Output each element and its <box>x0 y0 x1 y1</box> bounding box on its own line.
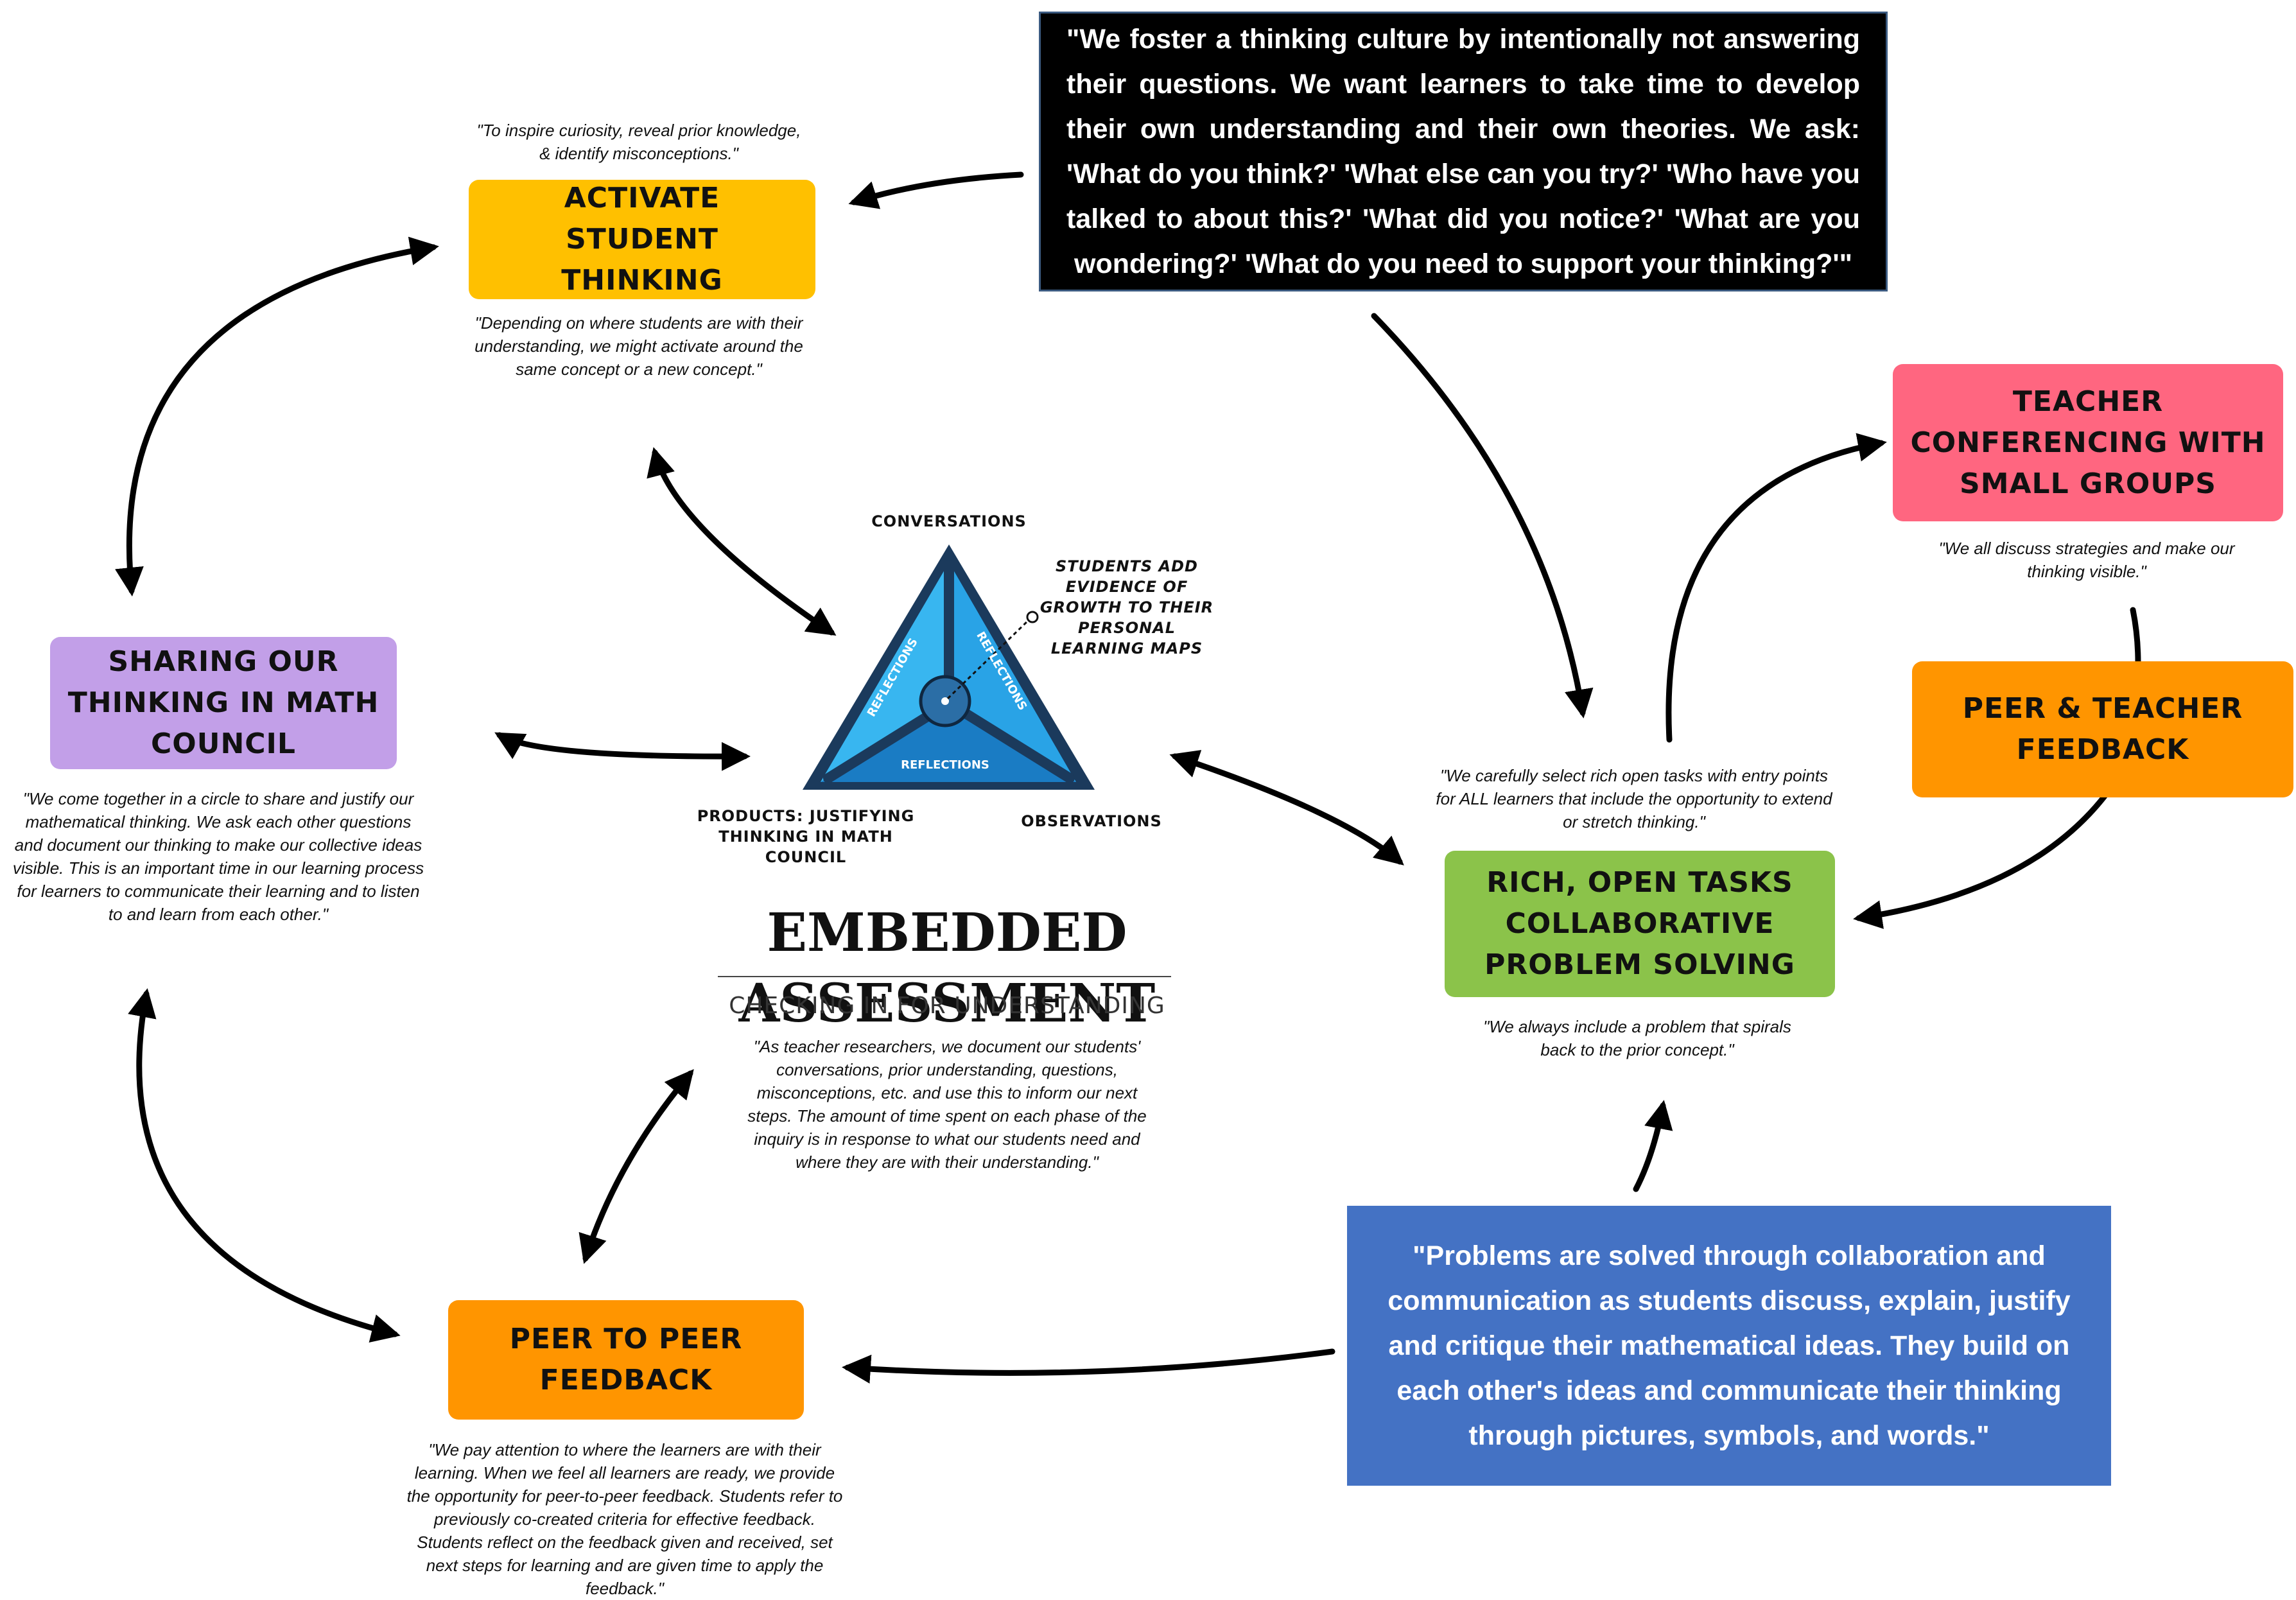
activate-quote-below: "Depending on where students are with th… <box>474 313 803 379</box>
peer-to-peer-quote: "We pay attention to where the learners … <box>406 1440 843 1598</box>
black-quote-text: "We foster a thinking culture by intenti… <box>1066 24 1860 279</box>
page-title: EMBEDDED ASSESSMENT <box>738 902 1156 1034</box>
blue-quote-box: "Problems are solved through collaborati… <box>1347 1206 2111 1486</box>
arrow-teacher-conf-to-peer-teacher <box>2130 607 2141 666</box>
arrow-activate-to-triangle <box>647 447 837 636</box>
page-subtitle: CHECKING IN FOR UNDERSTANDING <box>729 993 1165 1019</box>
sharing-math-council-box: SHARING OUR THINKING IN MATH COUNCIL <box>50 637 397 769</box>
arrow-blue-quote-to-rich <box>1633 1100 1673 1192</box>
teacher-conferencing-quote: "We all discuss strategies and make our … <box>1938 539 2235 581</box>
title-divider <box>718 976 1171 977</box>
rich-tasks-quote-above: "We carefully select rich open tasks wit… <box>1436 766 1832 831</box>
peer-to-peer-feedback-box: PEER TO PEER FEEDBACK <box>448 1300 804 1420</box>
callout-dot <box>1026 611 1039 623</box>
triangle-left-panel <box>821 562 949 782</box>
black-quote-box: "We foster a thinking culture by intenti… <box>1039 12 1888 291</box>
triangle-left-label: PRODUCTS: JUSTIFYING THINKING IN MATH CO… <box>697 807 915 866</box>
arrow-peer-teacher-to-rich <box>1853 793 2108 929</box>
peer-teacher-feedback-box: PEER & TEACHER FEEDBACK <box>1912 661 2293 797</box>
triangle-right-label: OBSERVATIONS <box>1021 812 1162 830</box>
arrow-black-quote-to-activate <box>848 171 1024 209</box>
activate-quote-above: "To inspire curiosity, reveal prior know… <box>476 121 801 163</box>
arrow-black-quote-to-rich <box>1371 313 1594 718</box>
triangle-top-label: CONVERSATIONS <box>871 512 1027 530</box>
blue-quote-text: "Problems are solved through collaborati… <box>1387 1240 2071 1451</box>
triangle-bottom-panel <box>821 703 1076 782</box>
arrow-activate-to-sharing <box>115 236 439 596</box>
arrow-sharing-to-peer <box>128 988 401 1343</box>
activate-student-thinking-box: ACTIVATE STUDENT THINKING <box>469 180 815 299</box>
arrow-peer-to-center <box>578 1069 694 1264</box>
teacher-conferencing-box: TEACHER CONFERENCING WITH SMALL GROUPS <box>1893 364 2283 521</box>
reflections-bottom-label: REFLECTIONS <box>901 758 989 772</box>
rich-open-tasks-box: RICH, OPEN TASKS COLLABORATIVE PROBLEM S… <box>1445 851 1835 997</box>
arrow-rich-to-teacher-conf <box>1665 433 1887 743</box>
triangle-callout: STUDENTS ADD EVIDENCE OF GROWTH TO THEIR… <box>1039 557 1214 657</box>
arrow-blue-quote-to-peer <box>842 1348 1335 1384</box>
arrow-sharing-to-triangle <box>494 732 751 771</box>
arrow-triangle-to-rich <box>1169 750 1404 865</box>
rich-tasks-quote-below: "We always include a problem that spiral… <box>1483 1017 1791 1059</box>
sharing-quote: "We come together in a circle to share a… <box>12 789 424 924</box>
center-quote: "As teacher researchers, we document our… <box>747 1037 1147 1172</box>
triangle-right-panel <box>949 562 1076 782</box>
